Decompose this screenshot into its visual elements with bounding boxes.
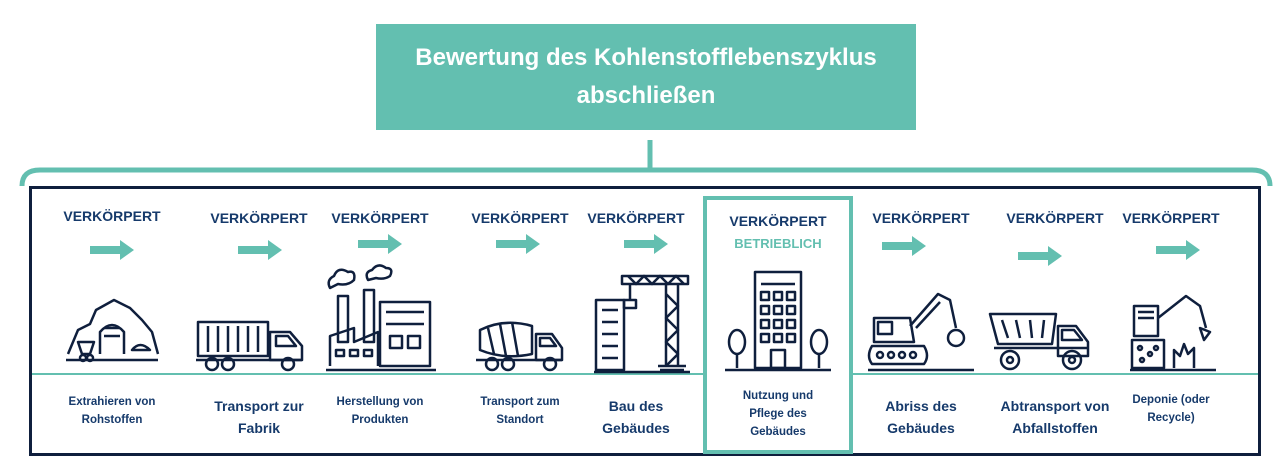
stage-construction: VERKÖRPERT Bau des Gebäudes bbox=[578, 196, 694, 454]
arrow-icon bbox=[496, 234, 540, 254]
stage-header: VERKÖRPERT bbox=[587, 210, 685, 226]
diagram-title: Bewertung des Kohlenstofflebenszyklus ab… bbox=[415, 44, 877, 109]
stage-label: Herstellung von Produkten bbox=[336, 396, 424, 426]
stage-demolition: VERKÖRPERT Abriss des Gebäudes bbox=[854, 196, 988, 454]
crane-icon bbox=[594, 274, 690, 374]
arrow-icon bbox=[624, 234, 668, 254]
stage-header: VERKÖRPERT bbox=[872, 210, 970, 226]
stage-label: Deponie (oder Recycle) bbox=[1132, 394, 1210, 424]
arrow-icon bbox=[1018, 246, 1062, 266]
operational-highlight-box bbox=[703, 196, 853, 454]
arrow-icon bbox=[882, 236, 926, 256]
ground-line bbox=[32, 373, 1258, 375]
stage-label: Abtransport von Abfallstoffen bbox=[1000, 398, 1110, 436]
stage-header: VERKÖRPERT bbox=[729, 213, 827, 229]
stages-frame bbox=[29, 186, 1261, 456]
landfill-icon bbox=[1130, 294, 1216, 372]
arrow-icon bbox=[90, 240, 134, 260]
stage-label: Abriss des Gebäudes bbox=[885, 398, 957, 436]
stage-label: Transport zur Fabrik bbox=[214, 398, 304, 436]
stage-label: Nutzung und Pflege des Gebäudes bbox=[742, 390, 814, 438]
stage-transport-factory: VERKÖRPERT Transport zur Fabrik bbox=[188, 196, 330, 454]
stage-landfill: VERKÖRPERT Deponie (oder Recycle) bbox=[1112, 196, 1230, 454]
stage-production: VERKÖRPERT Herstellung von Produkten bbox=[316, 196, 444, 454]
arrow-icon bbox=[1156, 240, 1200, 260]
stage-label: Bau des Gebäudes bbox=[602, 398, 670, 436]
stage-label: Transport zum Standort bbox=[480, 396, 560, 426]
stage-header: VERKÖRPERT bbox=[63, 208, 161, 224]
stage-extraction: VERKÖRPERT Extrahieren von Rohstoffen bbox=[42, 196, 182, 454]
arrow-icon bbox=[238, 240, 282, 260]
stage-header: VERKÖRPERT bbox=[471, 210, 569, 226]
mixer-truck-icon bbox=[476, 321, 564, 372]
stage-header: VERKÖRPERT bbox=[331, 210, 429, 226]
bracket-connector bbox=[19, 140, 1273, 187]
stage-use: VERKÖRPERT BETRIEBLICH Nutzung und Pfleg… bbox=[707, 196, 849, 454]
stage-label: Extrahieren von Rohstoffen bbox=[68, 396, 156, 426]
truck-icon bbox=[196, 320, 304, 372]
factory-icon bbox=[326, 264, 436, 372]
stage-header: VERKÖRPERT bbox=[210, 210, 308, 226]
stage-header: VERKÖRPERT bbox=[1122, 210, 1220, 226]
mine-icon bbox=[66, 298, 160, 363]
stage-transport-site: VERKÖRPERT Transport zum Standort bbox=[452, 196, 588, 454]
title-box: Bewertung des Kohlenstofflebenszyklus ab… bbox=[376, 24, 916, 130]
stage-waste-transport: VERKÖRPERT Abtransport von Abfallstoffen bbox=[984, 196, 1126, 454]
dump-truck-icon bbox=[988, 312, 1090, 371]
building-icon bbox=[725, 270, 831, 372]
excavator-icon bbox=[867, 292, 974, 372]
arrow-icon bbox=[358, 234, 402, 254]
stage-subheader: BETRIEBLICH bbox=[734, 236, 822, 251]
stage-header: VERKÖRPERT bbox=[1006, 210, 1104, 226]
